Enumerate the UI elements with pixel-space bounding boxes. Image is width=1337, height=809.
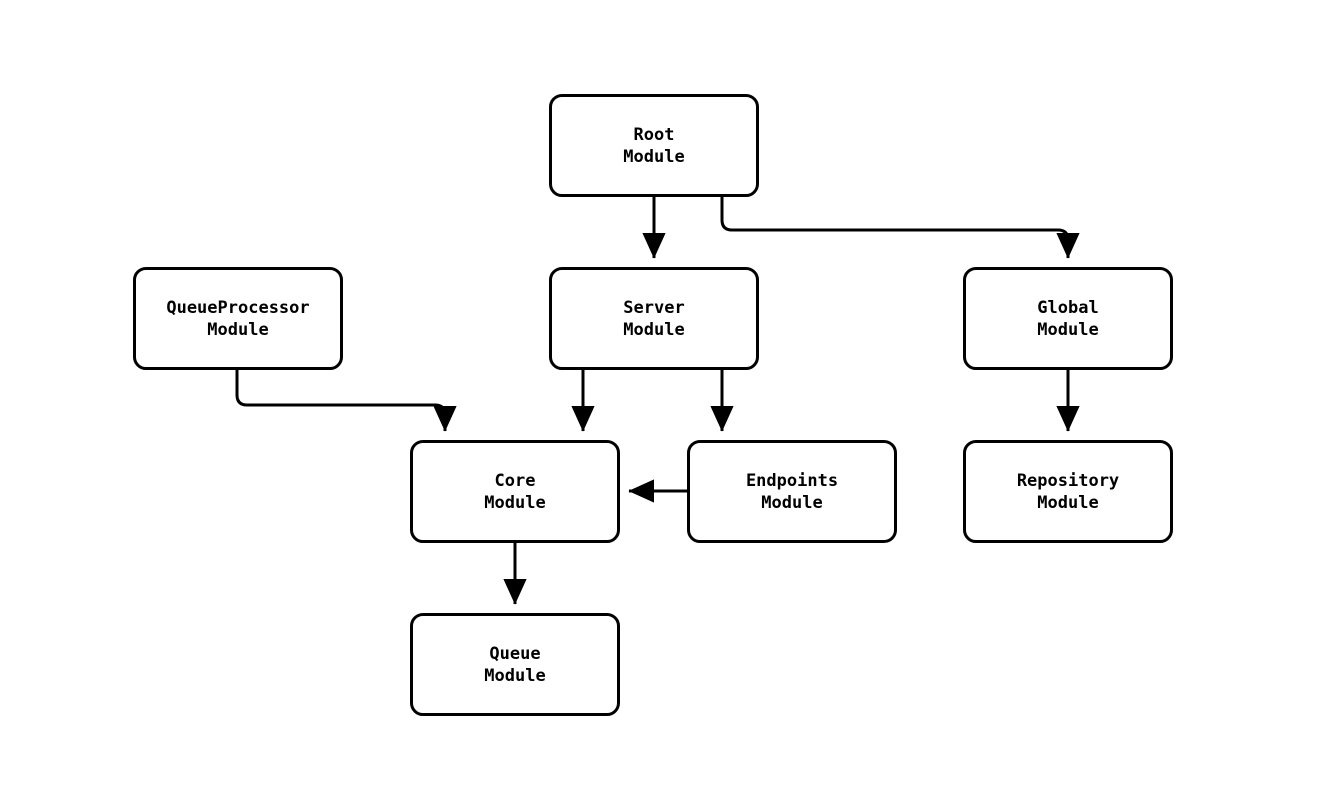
node-endpoints-label-line2: Module: [761, 492, 823, 513]
node-global-label-line1: Global: [1037, 297, 1099, 318]
node-queue-label-line1: Queue: [489, 643, 541, 664]
node-queue-label-line2: Module: [484, 665, 546, 686]
node-queueprocessor-label-line2: Module: [207, 319, 269, 340]
node-global-label-line2: Module: [1037, 319, 1099, 340]
node-queueprocessor-label-line1: QueueProcessor: [166, 297, 310, 318]
node-root-label-line1: Root: [633, 124, 675, 145]
node-repository-label-line1: Repository: [1016, 470, 1120, 491]
edge-root-to-global: [720, 197, 1080, 259]
node-core-label-line2: Module: [484, 492, 546, 513]
node-server-label-line1: Server: [623, 297, 685, 318]
node-root-label-line2: Module: [623, 146, 685, 167]
node-core-label-line1: Core: [494, 470, 536, 491]
edge-queueprocessor-to-core: [235, 370, 457, 432]
node-endpoints-label-line1: Endpoints: [745, 470, 839, 491]
node-server-label-line2: Module: [623, 319, 685, 340]
node-repository-label-line2: Module: [1037, 492, 1099, 513]
